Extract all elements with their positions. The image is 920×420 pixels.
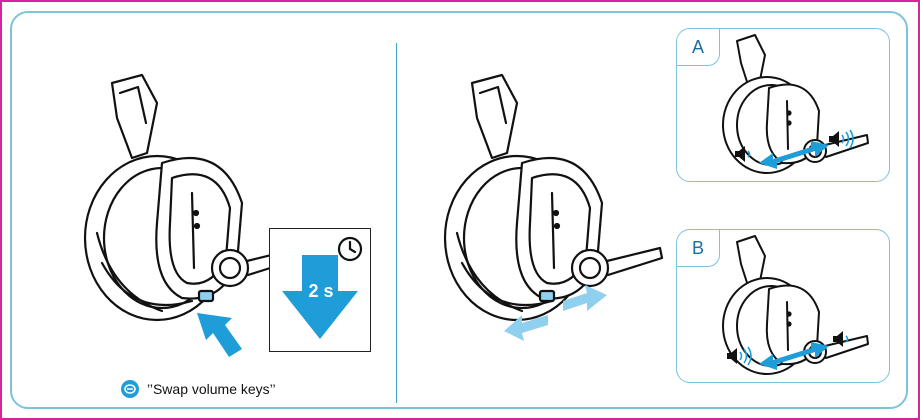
volume-up-icon <box>827 129 857 149</box>
voice-prompt-icon <box>121 380 139 398</box>
instruction-panel: 2 s ’’Swap volume keys’’ <box>10 11 908 409</box>
volume-down-icon <box>831 330 853 348</box>
volume-up-icon <box>725 346 755 366</box>
voice-prompt-caption: ’’Swap volume keys’’ <box>121 380 276 398</box>
option-b-tag: B <box>677 230 720 267</box>
option-a-panel: A <box>676 28 890 182</box>
swap-double-arrow-icon <box>757 137 831 171</box>
section-divider <box>396 43 397 403</box>
headset-right-illustration <box>432 63 672 363</box>
hold-duration-box: 2 s <box>269 228 371 352</box>
swap-double-arrow-icon <box>757 338 831 372</box>
slide-right-arrow-icon <box>557 281 609 323</box>
hold-duration-label: 2 s <box>296 281 346 302</box>
volume-down-icon <box>733 145 755 163</box>
option-a-tag: A <box>677 29 720 66</box>
voice-prompt-text: ’’Swap volume keys’’ <box>147 381 276 397</box>
slide-left-arrow-icon <box>502 303 552 343</box>
option-b-panel: B <box>676 229 890 383</box>
press-arrow-icon <box>187 303 247 363</box>
